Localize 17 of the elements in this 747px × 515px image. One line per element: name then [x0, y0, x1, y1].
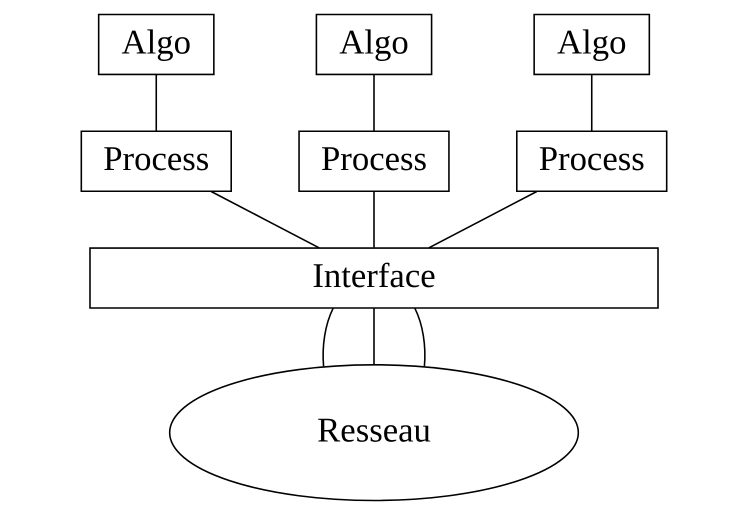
connector: [372, 74, 374, 131]
connector: [428, 190, 537, 248]
connector: [210, 190, 319, 248]
connector: [154, 74, 157, 131]
connector: [372, 308, 374, 364]
connector: [590, 74, 592, 131]
node-box: Process: [80, 130, 232, 192]
node-ellipse: Resseau: [168, 364, 579, 502]
connector: [372, 192, 374, 248]
node-box: Algo: [532, 14, 650, 76]
node-box: Process: [516, 130, 667, 192]
node-box: Algo: [315, 14, 432, 76]
node-box: Process: [298, 130, 450, 192]
node-box: Interface: [88, 247, 658, 309]
connector: [414, 308, 426, 366]
connector: [322, 308, 334, 366]
node-box: Algo: [97, 14, 214, 76]
